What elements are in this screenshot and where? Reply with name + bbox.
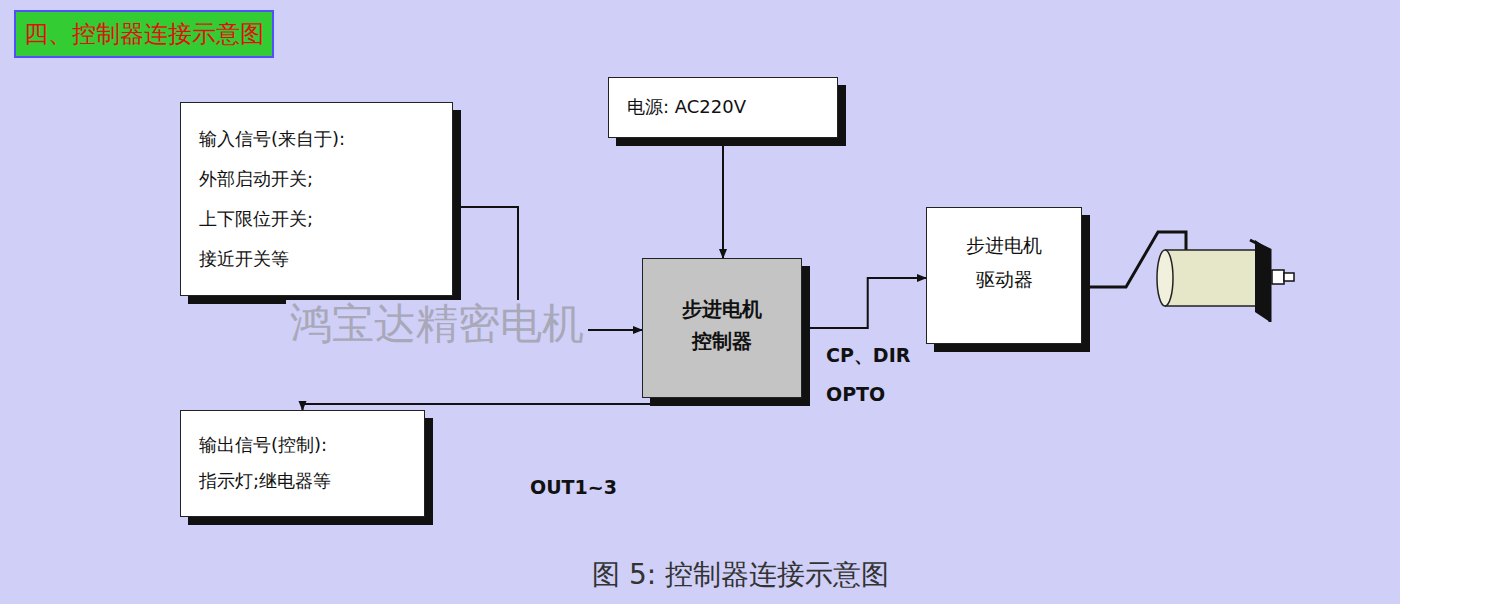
motor-back (1157, 250, 1173, 306)
motor-shaft (1272, 270, 1284, 284)
node-text: 输入信号(来自于): (199, 119, 434, 159)
power-box: 电源: AC220V (608, 77, 838, 138)
node-text: 电源: AC220V (627, 94, 819, 120)
page-ground: 四、控制器连接示意图输入信号(来自于):外部启动开关;上下限位开关;接近开关等 电… (0, 0, 1400, 604)
signal-connector (303, 398, 723, 410)
signal-connector (722, 138, 724, 258)
node-text: 步进电机 驱动器 (962, 228, 1046, 296)
input-box: 输入信号(来自于):外部启动开关;上下限位开关;接近开关等 (180, 102, 453, 296)
node-text: 指示灯;继电器等 (199, 463, 406, 499)
controller-box: 步进电机 控制器 (642, 258, 802, 398)
node-text: 外部启动开关; (199, 159, 434, 199)
motor-shaft-tip (1284, 273, 1294, 281)
signal-name: OPTO (826, 383, 885, 405)
motor-flange (1255, 240, 1270, 322)
motor-flange-edge (1250, 240, 1270, 322)
node-text: 接近开关等 (199, 239, 434, 279)
figure-caption: 图 5: 控制器连接示意图 (592, 556, 889, 594)
signal-connector (802, 278, 926, 328)
motor-body (1165, 250, 1258, 306)
driver-box: 步进电机 驱动器 (926, 207, 1082, 344)
node-text: 步进电机 控制器 (676, 293, 768, 357)
node-text: 上下限位开关; (199, 199, 434, 239)
output-box: 输出信号(控制):指示灯;继电器等 (180, 410, 425, 517)
title-text: 四、控制器连接示意图 (24, 20, 264, 48)
title-banner: 四、控制器连接示意图 (14, 10, 274, 58)
signal-name: OUT1~3 (530, 476, 617, 498)
watermark: 鸿宝达精密电机 (286, 300, 588, 348)
signal-name: CP、DIR (826, 343, 910, 369)
node-text: 输出信号(控制): (199, 427, 406, 463)
